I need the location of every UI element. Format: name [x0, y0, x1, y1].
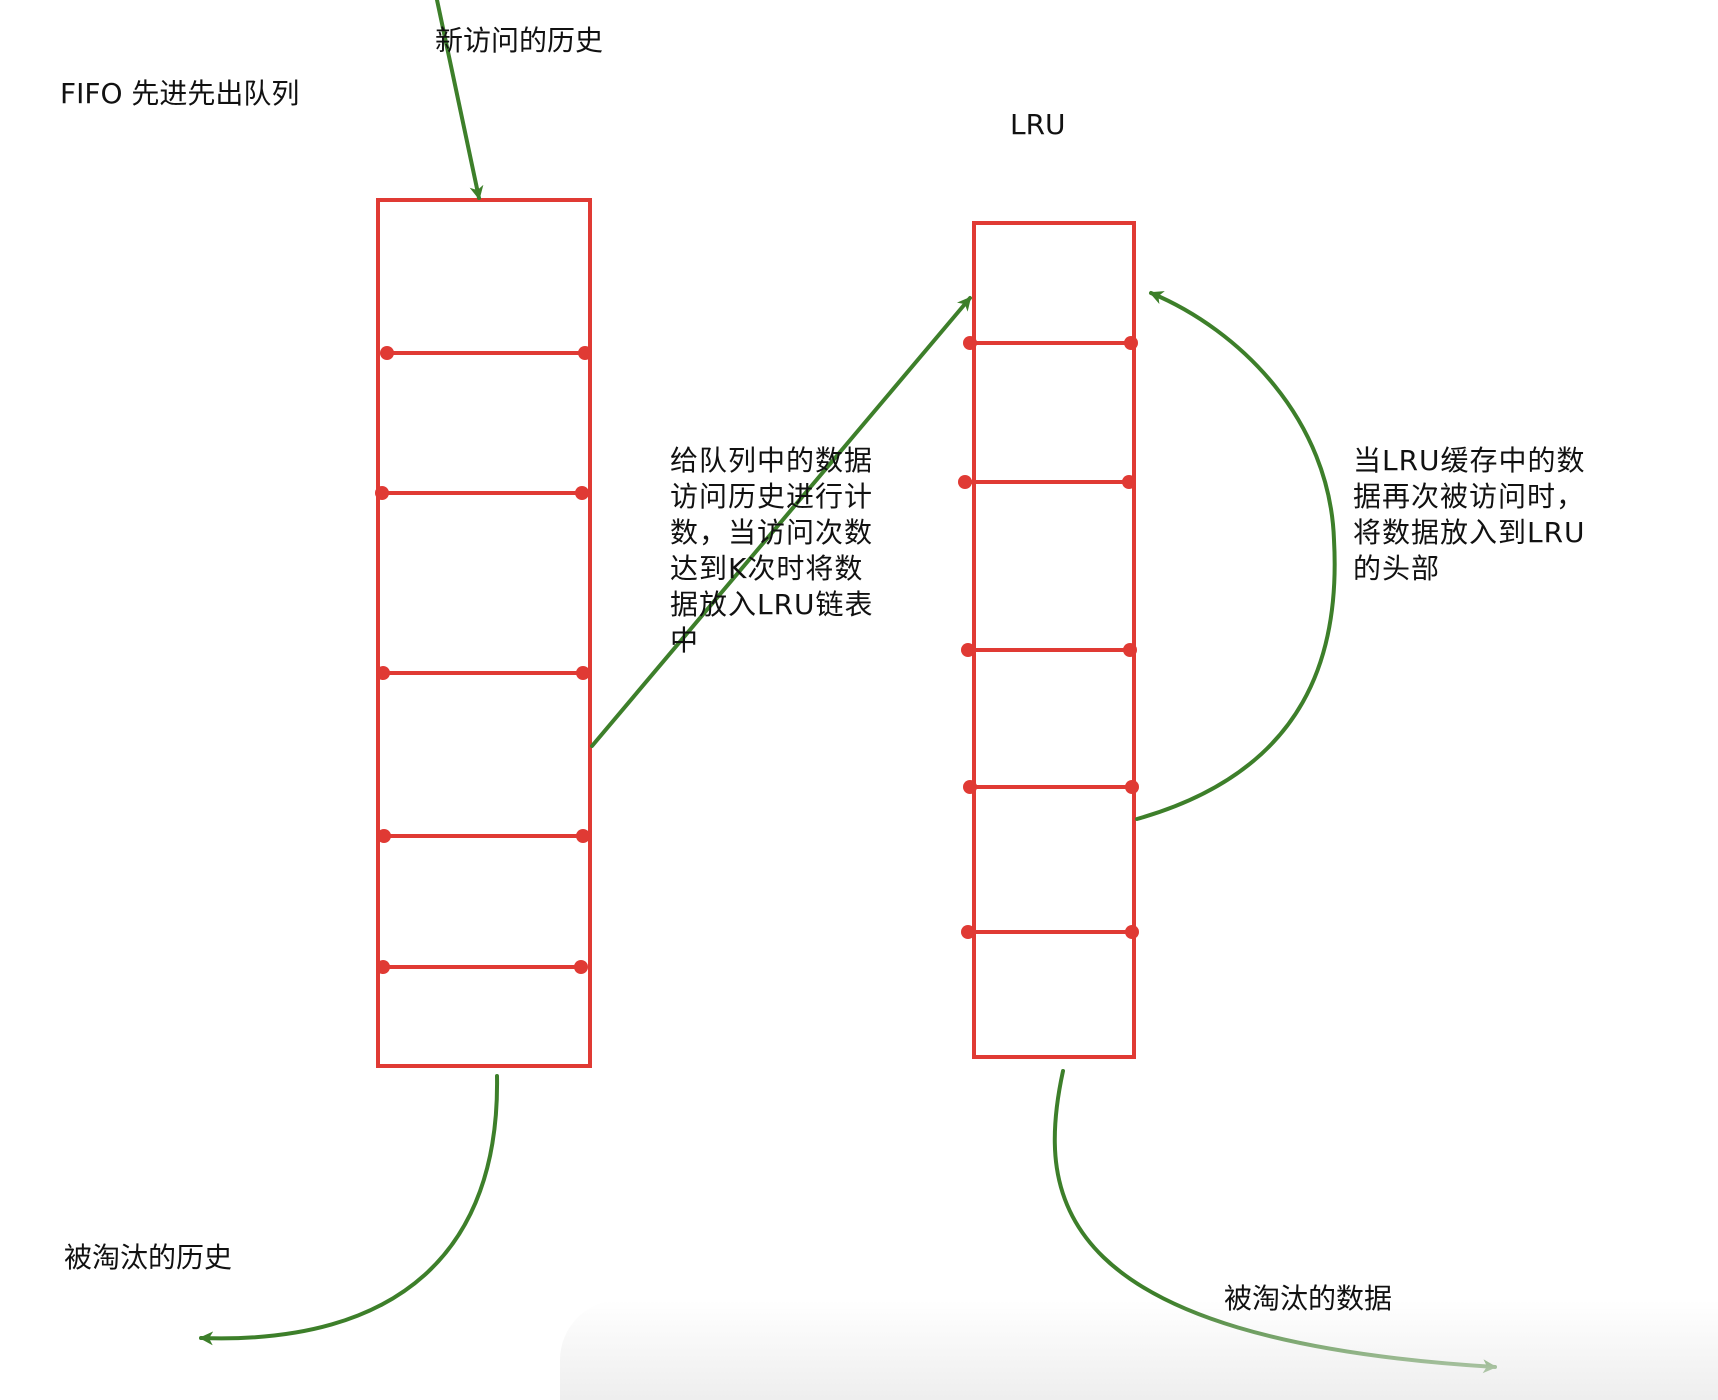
divider-dot	[961, 925, 975, 939]
count-note-line: 达到K次时将数	[670, 552, 864, 585]
lru-title: LRU	[1010, 108, 1066, 141]
arrows	[199, 0, 1497, 1374]
divider-dot	[1122, 475, 1136, 489]
divider-dot	[1123, 643, 1137, 657]
divider-dot	[958, 475, 972, 489]
lru-list	[958, 221, 1139, 1059]
divider-dot	[576, 829, 590, 843]
arrow-promote-to-lru	[590, 296, 972, 748]
divider-dot	[1125, 780, 1139, 794]
divider-dot	[578, 346, 592, 360]
reaccess-note-line: 将数据放入到LRU	[1353, 516, 1586, 549]
lru-list-box	[972, 221, 1136, 1059]
count-note-line: 中	[670, 624, 700, 657]
divider-dot	[574, 960, 588, 974]
divider-dot	[375, 486, 389, 500]
bottom-shade	[560, 1300, 1718, 1400]
arrow-new-access	[435, 0, 484, 200]
fifo-queue-box	[376, 198, 592, 1068]
divider-dot	[576, 666, 590, 680]
divider-dot	[961, 643, 975, 657]
arrow-reaccess-to-head	[1135, 291, 1337, 821]
count-note-line: 据放入LRU链表	[670, 588, 874, 621]
divider-dot	[963, 336, 977, 350]
divider-dot	[1125, 925, 1139, 939]
divider-dot	[376, 666, 390, 680]
lru-dividers	[965, 341, 1132, 934]
arrow-fifo-evict	[199, 1074, 500, 1346]
reaccess-note-line: 的头部	[1353, 552, 1441, 585]
divider-dot	[1124, 336, 1138, 350]
divider-dot	[963, 780, 977, 794]
evicted-history-label: 被淘汰的历史	[64, 1241, 233, 1274]
divider-dot	[376, 960, 390, 974]
fifo-dividers	[382, 351, 585, 969]
fifo-title: FIFO 先进先出队列	[60, 77, 300, 110]
reaccess-note-line: 据再次被访问时，	[1353, 480, 1586, 513]
count-note-line: 访问历史进行计	[670, 480, 874, 513]
evicted-data-label: 被淘汰的数据	[1224, 1282, 1393, 1315]
divider-dot	[377, 829, 391, 843]
divider-dot	[380, 346, 394, 360]
count-note-line: 给队列中的数据	[670, 444, 874, 477]
fifo-queue	[375, 198, 592, 1068]
lru-divider-dots	[958, 336, 1139, 939]
count-note-line: 数，当访问次数	[670, 516, 874, 549]
new-access-label: 新访问的历史	[435, 24, 604, 57]
reaccess-note: 当LRU缓存中的数 据再次被访问时， 将数据放入到LRU 的头部	[1353, 443, 1623, 587]
divider-dot	[575, 486, 589, 500]
count-note: 给队列中的数据 访问历史进行计 数，当访问次数 达到K次时将数 据放入LRU链表…	[670, 443, 910, 659]
fifo-divider-dots	[375, 346, 592, 974]
reaccess-note-line: 当LRU缓存中的数	[1353, 444, 1586, 477]
